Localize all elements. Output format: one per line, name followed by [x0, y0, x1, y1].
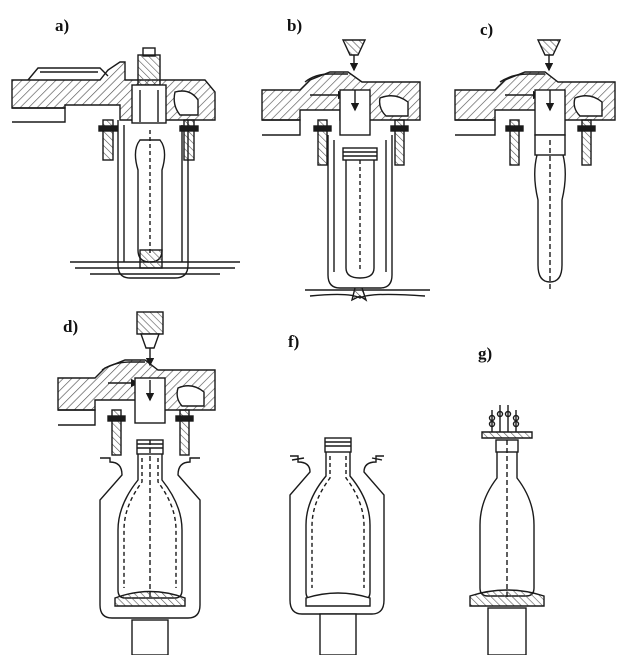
panel-b-nozzle: [341, 39, 367, 56]
panel-f-label: f): [288, 332, 300, 351]
panel-d-blowhead: [136, 311, 164, 335]
panel-c-label: c): [480, 20, 494, 39]
panel-b: [261, 39, 430, 302]
panel-f: [289, 437, 385, 655]
panel-a-top-cap: [27, 67, 109, 81]
panel-b-label: b): [287, 16, 303, 35]
panel-g: [469, 405, 545, 655]
panel-a-label: a): [55, 16, 70, 35]
panel-f-bottle: [305, 452, 371, 601]
panel-g-label: g): [478, 344, 493, 363]
panel-a-plunger: [137, 54, 161, 86]
panel-d-blow-mould: [99, 457, 201, 619]
panel-a-mould: [117, 120, 189, 279]
panel-b-parison: [345, 160, 375, 279]
panel-c-parison: [534, 154, 566, 283]
panel-a: [11, 47, 240, 279]
panel-g-takeout-tongs: [481, 431, 533, 439]
panel-d-label: d): [63, 317, 79, 336]
panel-c: [454, 39, 616, 290]
panel-c-nozzle: [536, 39, 562, 56]
panel-d: [57, 311, 216, 655]
